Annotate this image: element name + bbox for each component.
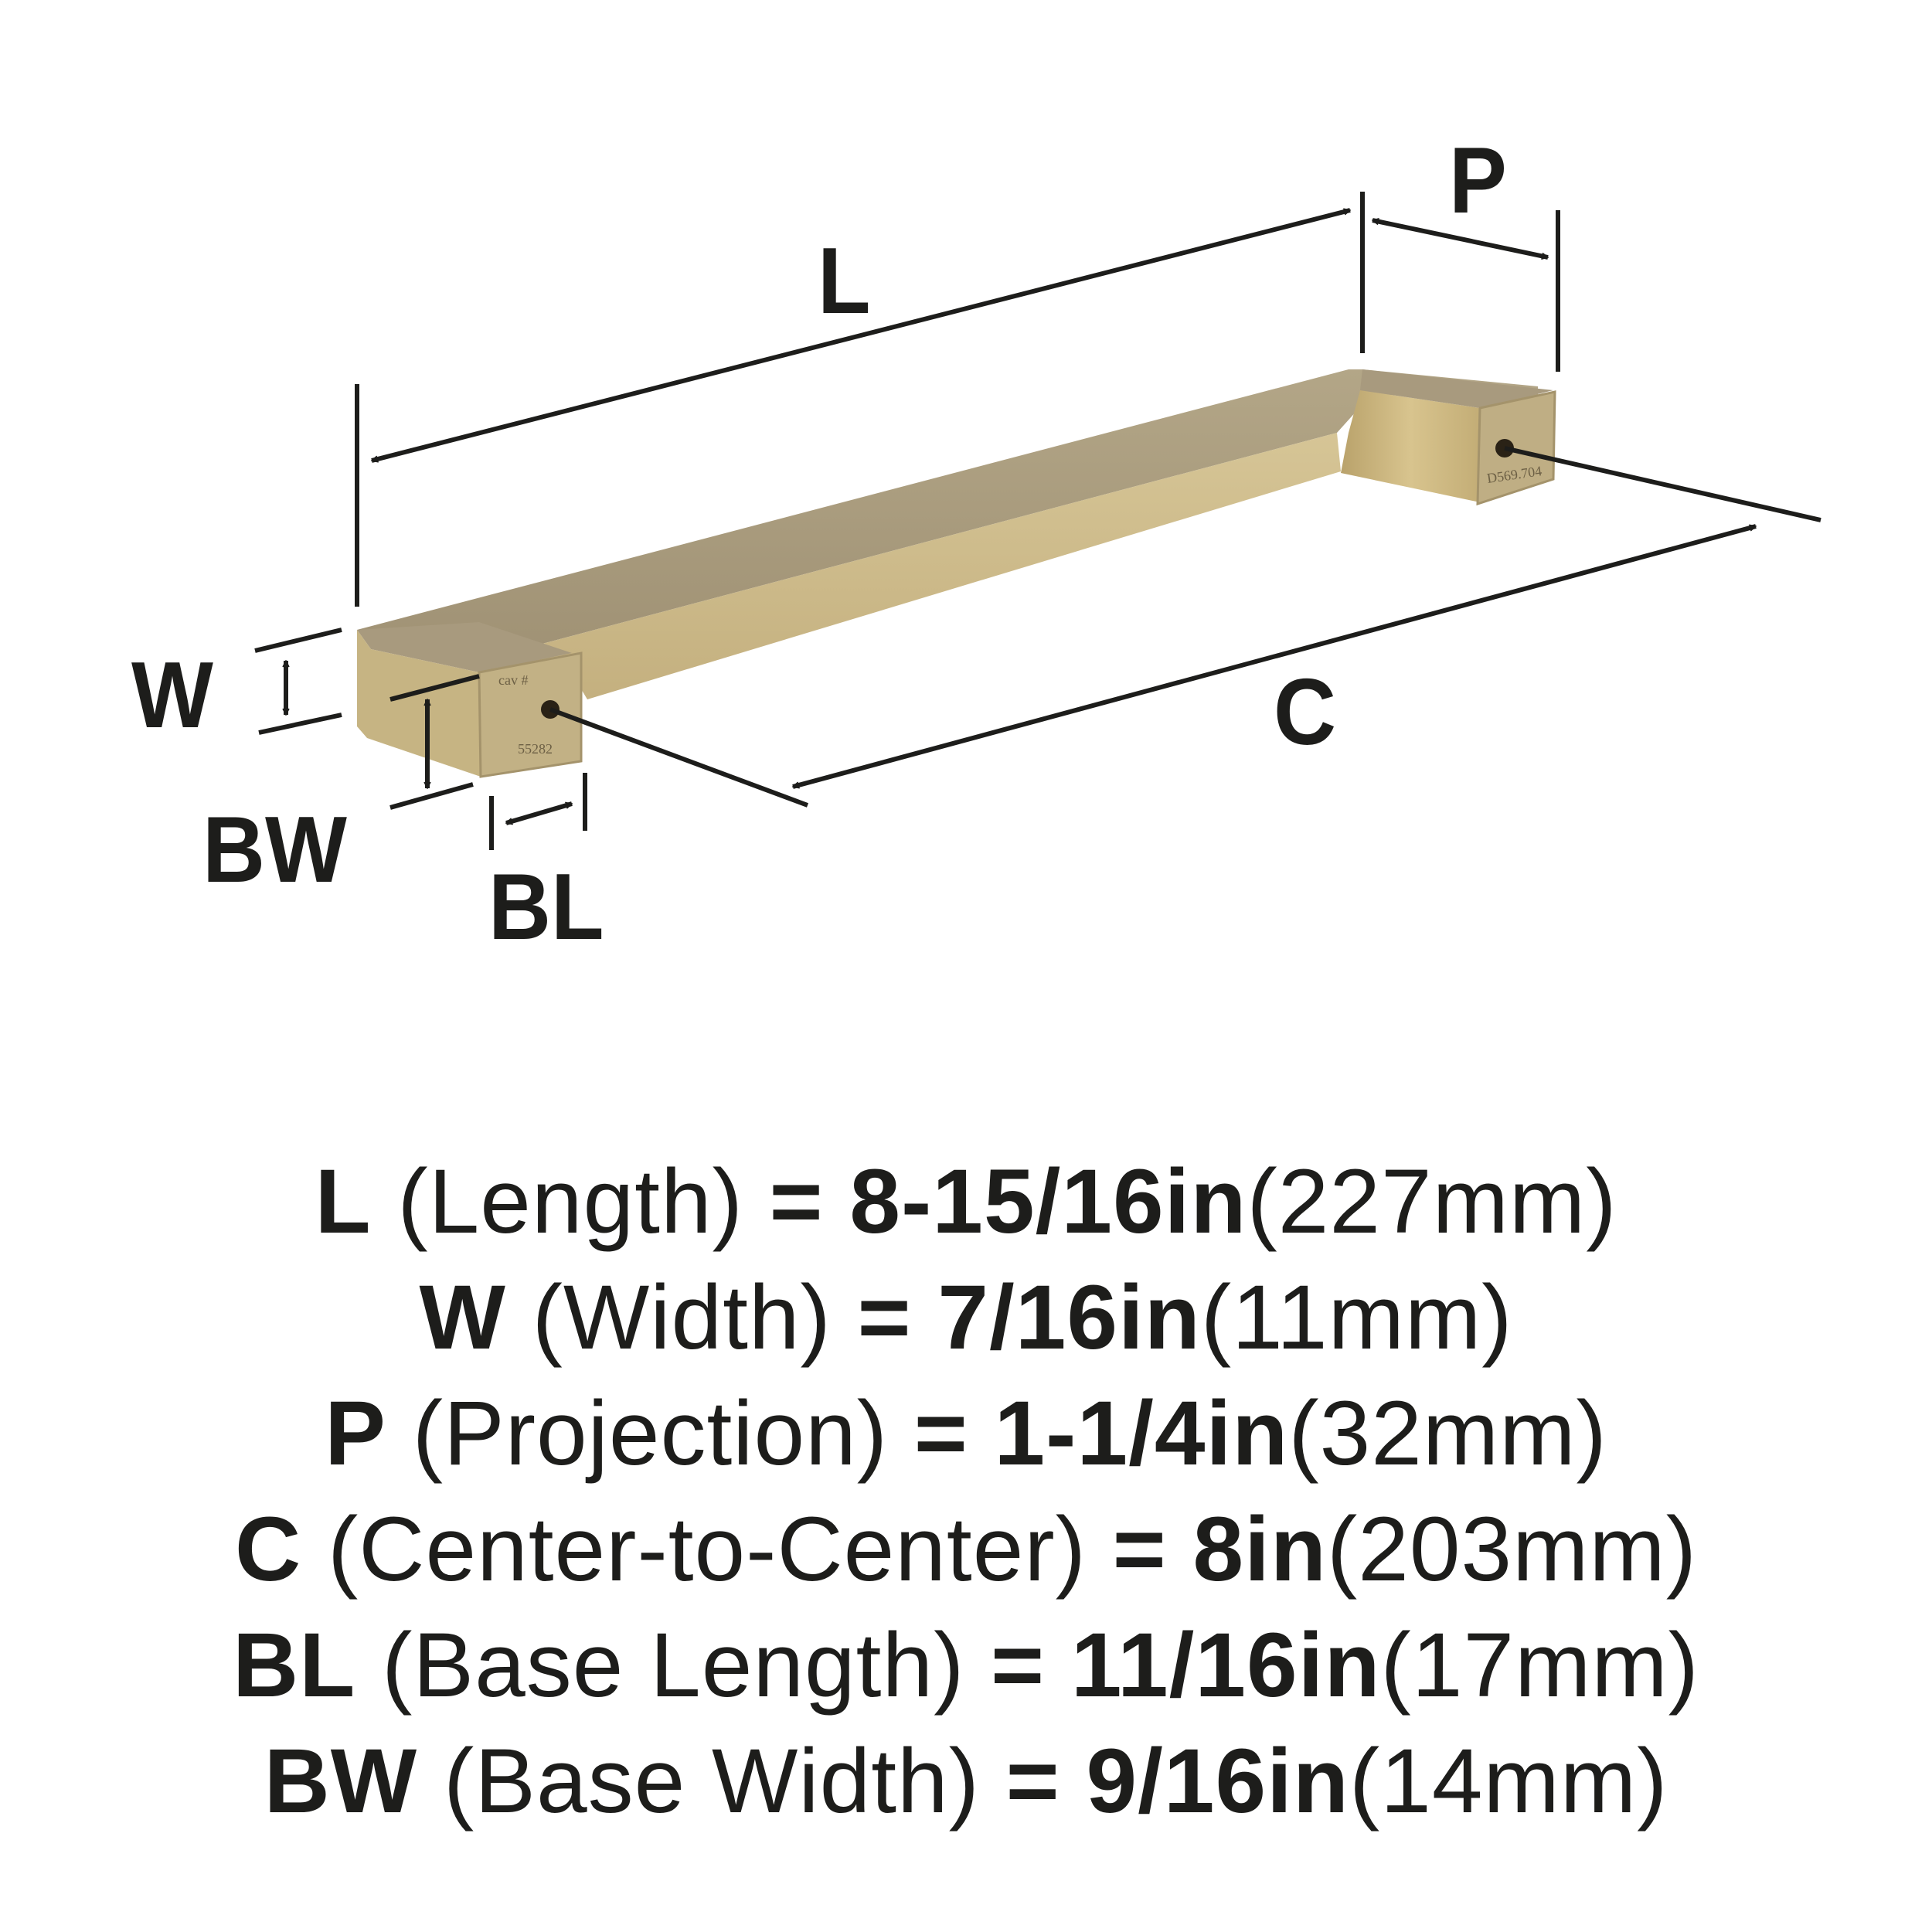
l-arrow <box>372 208 1350 463</box>
center-line-left <box>549 707 809 808</box>
spec-projection: P (Projection) = 1-1/4in(32mm) <box>325 1383 1607 1485</box>
label-w: W <box>131 642 213 747</box>
label-bw: BW <box>202 797 348 902</box>
label-c: C <box>1274 659 1337 764</box>
spec-width: W (Width) = 7/16in(11mm) <box>419 1267 1513 1369</box>
center-line-right <box>1504 446 1821 522</box>
spec-base-length: BL (Base Length) = 11/16in(17mm) <box>233 1614 1699 1716</box>
dimension-lines <box>254 192 1821 850</box>
bw-extension-bottom <box>389 782 474 810</box>
dimension-diagram: cav # 55282 D569.704 <box>131 128 1821 959</box>
label-bl: BL <box>488 854 604 959</box>
engraving-cav: cav # <box>498 672 528 688</box>
engraving-left-number: 55282 <box>518 741 553 757</box>
p-arrow <box>1372 220 1548 257</box>
spec-length: L (Length) = 8-15/16in(227mm) <box>315 1151 1617 1253</box>
specifications-list: L (Length) = 8-15/16in(227mm) W (Width) … <box>0 1144 1932 1839</box>
w-extension-top <box>254 628 342 653</box>
spec-base-width: BW (Base Width) = 9/16in(14mm) <box>264 1730 1668 1832</box>
handle-drawing: cav # 55282 D569.704 <box>254 192 1821 850</box>
handle-body: cav # 55282 D569.704 <box>357 369 1556 778</box>
label-l: L <box>818 228 871 333</box>
w-extension-bottom <box>258 713 342 735</box>
c-arrow <box>793 524 1756 789</box>
spec-center-to-center: C (Center-to-Center) = 8in(203mm) <box>234 1498 1698 1600</box>
label-p: P <box>1449 128 1507 233</box>
bl-arrow <box>506 801 572 825</box>
bw-extension-top <box>389 674 480 702</box>
